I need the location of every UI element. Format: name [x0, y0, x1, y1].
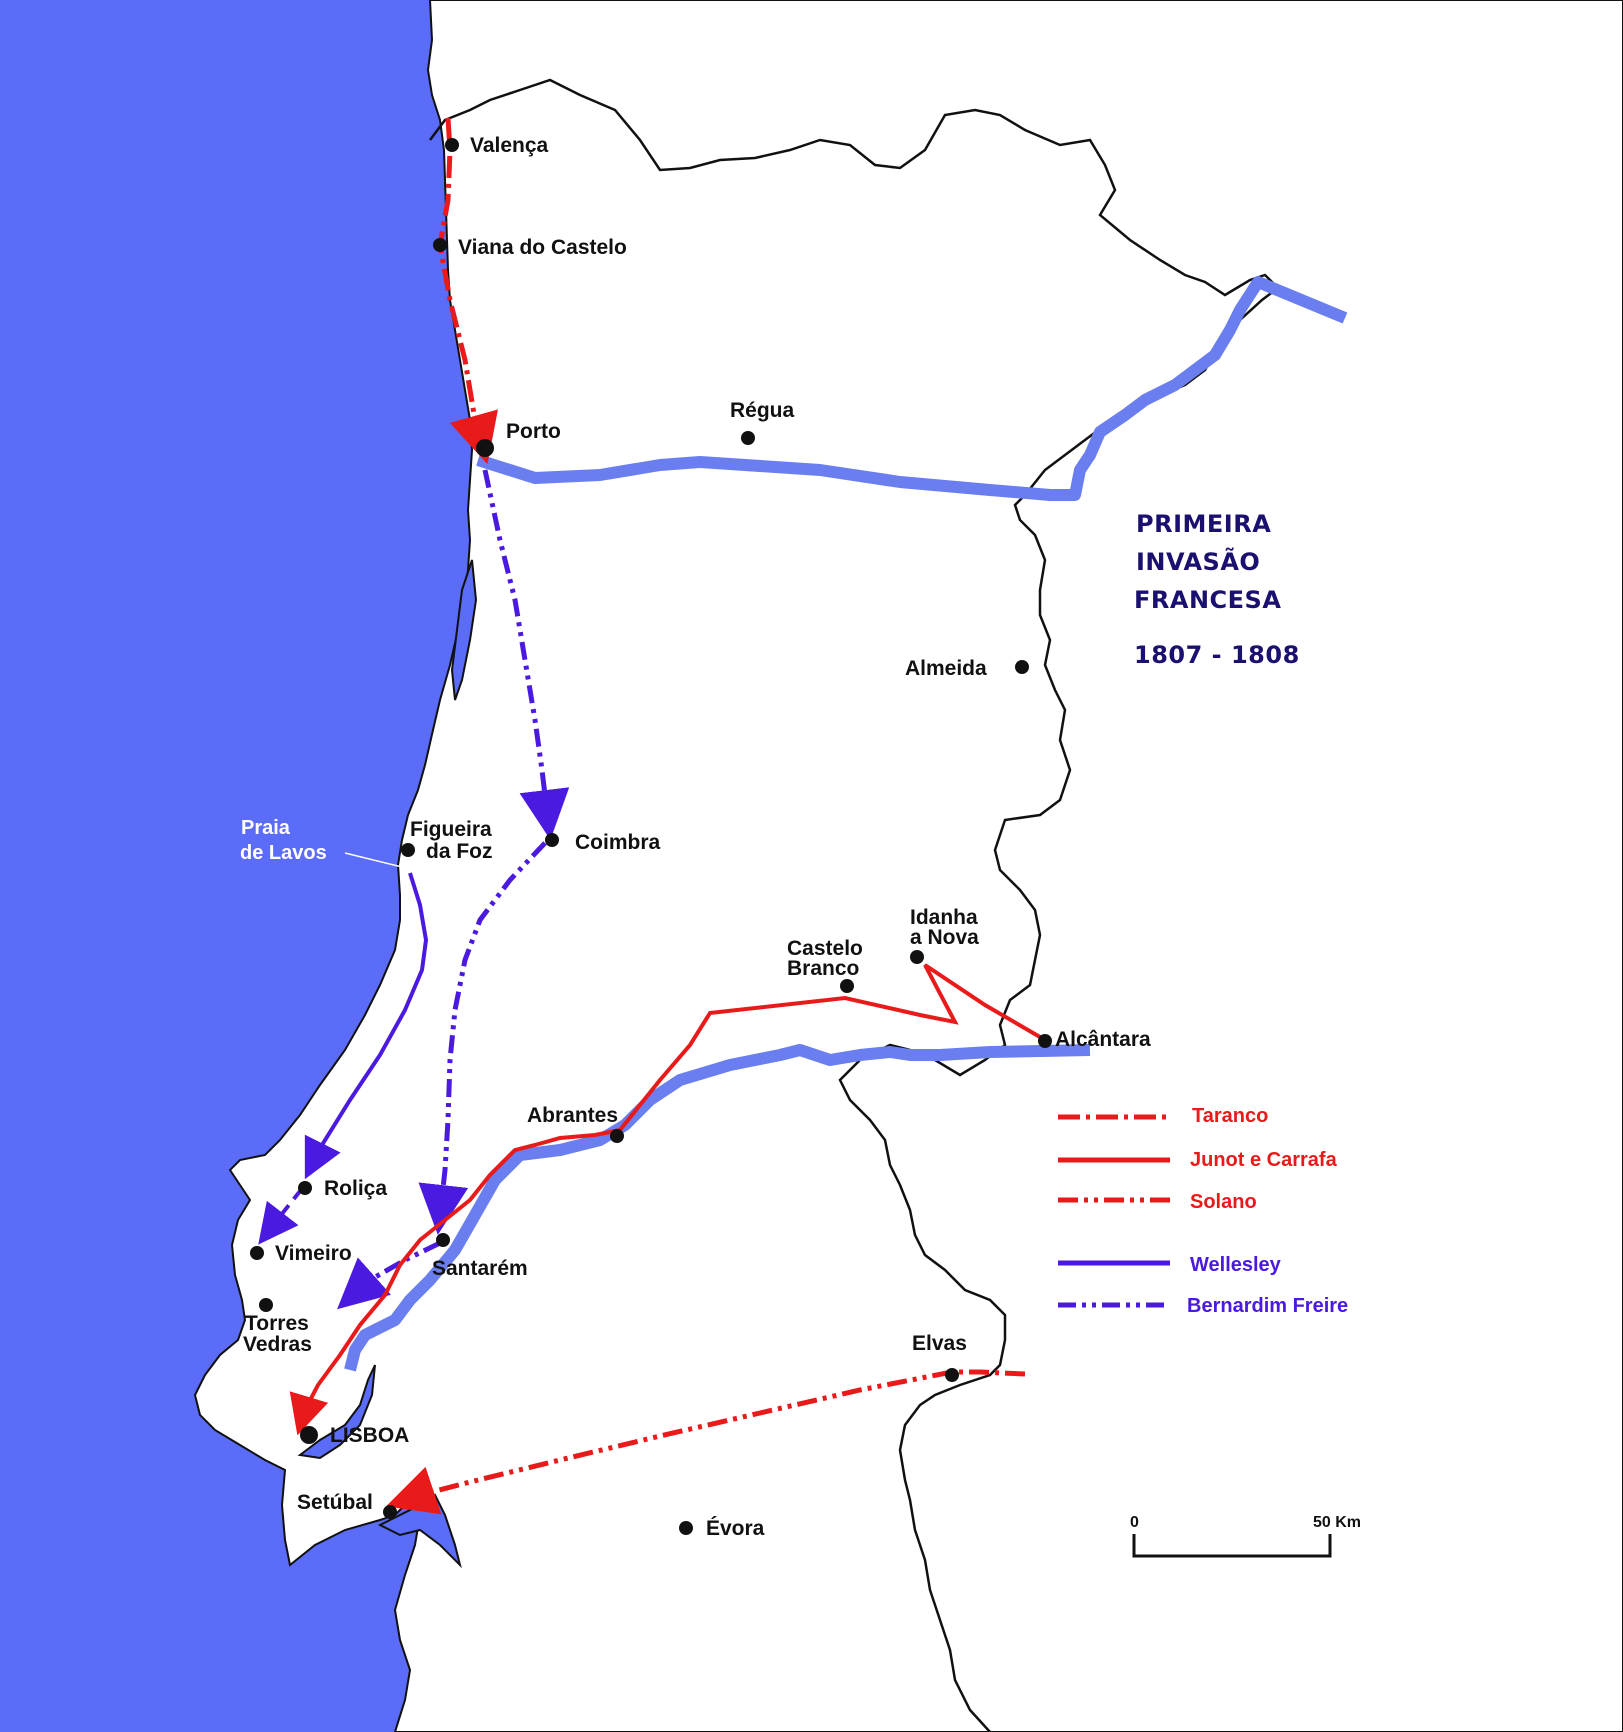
- title-line-1: PRIMEIRA: [1136, 510, 1271, 538]
- label-almeida: Almeida: [905, 657, 987, 680]
- legend: Taranco Junot e Carrafa Solano Wellesley…: [1058, 1105, 1348, 1317]
- label-alcantara: Alcântara: [1055, 1028, 1151, 1051]
- portugal-spain-border: [429, 78, 1280, 1732]
- label-praia-1: Praia: [241, 817, 291, 839]
- tejo-estuary: [297, 1364, 376, 1460]
- dot-idanha: [910, 950, 924, 964]
- route-bernardim-3: [337, 1240, 442, 1310]
- route-solano: [386, 1369, 953, 1515]
- dot-viana: [433, 238, 447, 252]
- label-coimbra: Coimbra: [575, 831, 661, 854]
- dot-setubal: [383, 1505, 397, 1519]
- label-elvas: Elvas: [912, 1332, 967, 1355]
- dot-porto: [476, 439, 494, 457]
- label-santarem: Santarém: [432, 1257, 528, 1280]
- dot-figueira: [401, 843, 415, 857]
- scale-end-label: 50 Km: [1313, 1514, 1361, 1531]
- label-vimeiro: Vimeiro: [275, 1242, 352, 1265]
- dot-torres-vedras: [259, 1298, 273, 1312]
- dot-valenca: [445, 138, 459, 152]
- label-abrantes: Abrantes: [527, 1104, 618, 1127]
- land-area: [193, 0, 1623, 1732]
- defense-line: [476, 276, 1348, 501]
- dot-almeida: [1015, 660, 1029, 674]
- legend-label-wellesley: Wellesley: [1190, 1254, 1282, 1276]
- dot-rolica: [298, 1181, 312, 1195]
- route-wellesley: [304, 872, 429, 1180]
- route-wellesley-2: [258, 1183, 307, 1245]
- label-valenca: Valença: [470, 134, 549, 157]
- label-lisboa: LISBOA: [330, 1424, 409, 1447]
- legend-label-junot: Junot e Carrafa: [1190, 1149, 1338, 1171]
- legend-label-taranco: Taranco: [1192, 1105, 1268, 1127]
- label-viana: Viana do Castelo: [458, 236, 627, 259]
- title-years: 1807 - 1808: [1134, 641, 1300, 669]
- route-solano-east: [955, 1369, 1026, 1377]
- dot-castelo-branco: [840, 979, 854, 993]
- dot-evora: [679, 1521, 693, 1535]
- city-dots: [250, 138, 1052, 1535]
- legend-label-bernardim: Bernardim Freire: [1187, 1295, 1348, 1317]
- legend-label-solano: Solano: [1190, 1191, 1257, 1213]
- label-setubal: Setúbal: [297, 1491, 373, 1514]
- label-rolica: Roliça: [324, 1177, 387, 1200]
- scale-bar: 0 50 Km: [1130, 1514, 1361, 1558]
- dot-elvas: [945, 1368, 959, 1382]
- route-taranco: [437, 117, 498, 465]
- scale-bar-line: [1132, 1534, 1332, 1558]
- dot-lisboa: [300, 1426, 318, 1444]
- label-evora: Évora: [706, 1517, 765, 1540]
- title-line-3: FRANCESA: [1134, 586, 1281, 614]
- dot-regua: [741, 431, 755, 445]
- dot-santarem: [436, 1233, 450, 1247]
- label-regua: Régua: [730, 399, 795, 422]
- label-idanha-2: a Nova: [910, 926, 979, 949]
- scale-start-label: 0: [1130, 1514, 1139, 1531]
- label-castelo-branco-1: Castelo: [787, 937, 863, 960]
- title-line-2: INVASÃO: [1136, 547, 1260, 576]
- label-castelo-branco-2: Branco: [787, 957, 859, 980]
- route-junot: [289, 963, 1042, 1436]
- aveiro-lagoon: [450, 559, 478, 701]
- label-figueira-2: da Foz: [426, 840, 493, 863]
- label-praia-2: de Lavos: [240, 842, 327, 864]
- dot-abrantes: [610, 1129, 624, 1143]
- dot-vimeiro: [250, 1246, 264, 1260]
- dot-alcantara: [1038, 1034, 1052, 1048]
- label-idanha-1: Idanha: [910, 906, 978, 929]
- label-figueira-1: Figueira: [410, 818, 492, 841]
- praia-pointer: [344, 852, 403, 868]
- route-bernardim-1: [482, 469, 570, 840]
- dot-coimbra: [545, 833, 559, 847]
- label-porto: Porto: [506, 420, 561, 443]
- label-torres-2: Vedras: [243, 1333, 312, 1356]
- label-torres-1: Torres: [245, 1312, 309, 1335]
